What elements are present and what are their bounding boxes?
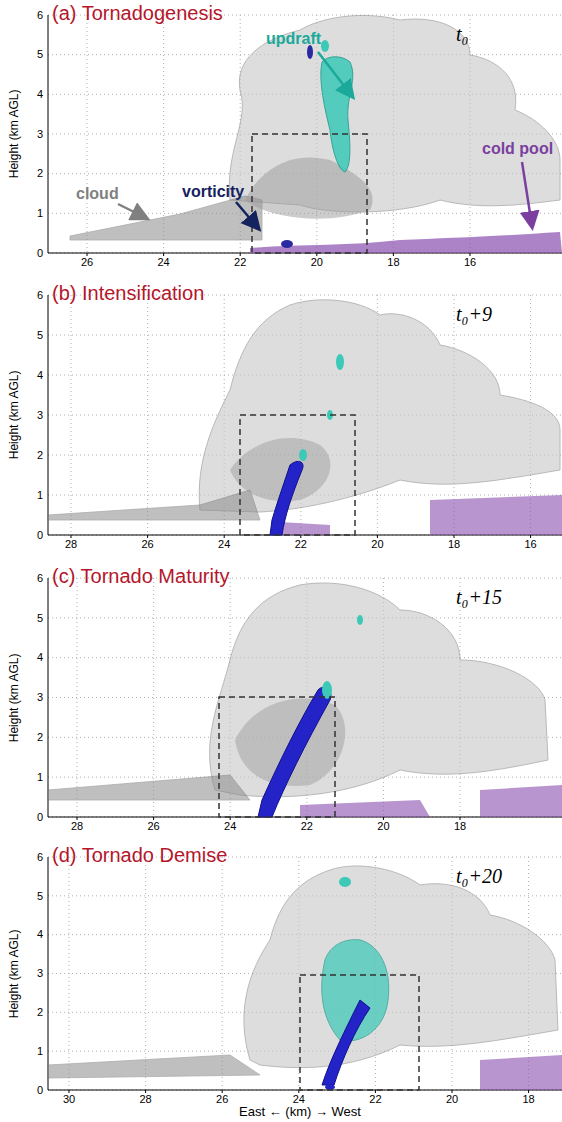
x-tick-label: 18 <box>387 256 399 269</box>
y-tick-label: 0 <box>37 811 43 824</box>
y-tick-label: 5 <box>37 890 43 903</box>
grid-line <box>48 295 49 535</box>
grid-line <box>69 857 70 1090</box>
panel-title: (a) Tornadogenesis <box>52 2 223 25</box>
x-tick-label: 26 <box>216 1093 228 1106</box>
panel-a-shapes <box>70 15 562 253</box>
y-tick-label: 6 <box>37 9 43 22</box>
y-tick-label: 0 <box>37 529 43 542</box>
y-tick-label: 5 <box>37 612 43 625</box>
y-axis-title: Height (km AGL) <box>8 653 22 742</box>
y-tick-label: 5 <box>37 48 43 61</box>
x-tick-label: 24 <box>224 820 236 833</box>
x-tick-label: 20 <box>446 1093 458 1106</box>
y-tick-label: 1 <box>37 1045 43 1058</box>
annotation-label: cold pool <box>482 140 553 158</box>
y-tick-label: 3 <box>37 128 43 141</box>
grid-line <box>147 295 148 535</box>
annotation-label: cloud <box>76 185 119 203</box>
x-tick-label: 30 <box>63 1093 75 1106</box>
x-tick-label: 20 <box>377 820 389 833</box>
x-tick-label: 24 <box>218 538 230 551</box>
y-tick-label: 1 <box>37 771 43 784</box>
time-label: t₀+9 <box>456 303 492 326</box>
x-tick-label: 22 <box>301 820 313 833</box>
y-tick-label: 1 <box>37 489 43 502</box>
annotation-label: updraft <box>266 30 321 48</box>
x-tick-label: 18 <box>522 1093 534 1106</box>
x-tick-label: 16 <box>524 538 536 551</box>
annotation-label: vorticity <box>182 183 244 201</box>
y-tick-label: 4 <box>37 928 43 941</box>
grid-line <box>77 578 78 817</box>
y-tick-label: 3 <box>37 409 43 422</box>
time-label: t₀ <box>456 23 469 46</box>
x-tick-label: 28 <box>71 820 83 833</box>
y-axis-title: Height (km AGL) <box>8 371 22 460</box>
panel-title: (c) Tornado Maturity <box>52 565 229 588</box>
panel-d-shapes <box>48 866 562 1090</box>
y-tick-label: 0 <box>37 1084 43 1097</box>
time-label: t₀+15 <box>456 586 502 609</box>
x-tick-label: 16 <box>464 256 476 269</box>
y-tick-label: 1 <box>37 207 43 220</box>
grid-line <box>48 857 49 1090</box>
x-tick-label: 28 <box>139 1093 151 1106</box>
grid-line <box>87 15 88 253</box>
panel-title: (d) Tornado Demise <box>52 844 227 867</box>
y-tick-label: 2 <box>37 1006 43 1019</box>
y-tick-label: 4 <box>37 369 43 382</box>
time-label: t₀+20 <box>456 865 502 888</box>
y-tick-label: 2 <box>37 449 43 462</box>
y-axis-title: Height (km AGL) <box>8 90 22 179</box>
x-tick-label: 22 <box>295 538 307 551</box>
grid-line <box>71 295 72 535</box>
x-tick-label: 22 <box>369 1093 381 1106</box>
grid-line <box>48 578 49 817</box>
x-tick-label: 26 <box>141 538 153 551</box>
x-tick-label: 18 <box>448 538 460 551</box>
x-axis-title: East ← (km) → West <box>239 1105 361 1120</box>
x-tick-label: 18 <box>454 820 466 833</box>
x-tick-label: 24 <box>157 256 169 269</box>
y-tick-label: 3 <box>37 967 43 980</box>
x-tick-label: 28 <box>65 538 77 551</box>
x-tick-label: 22 <box>234 256 246 269</box>
grid-line <box>145 857 146 1090</box>
x-tick-label: 20 <box>371 538 383 551</box>
y-tick-label: 4 <box>37 651 43 664</box>
y-tick-label: 6 <box>37 572 43 585</box>
y-tick-label: 2 <box>37 731 43 744</box>
y-tick-label: 6 <box>37 851 43 864</box>
x-tick-label: 24 <box>293 1093 305 1106</box>
y-tick-label: 6 <box>37 289 43 302</box>
x-tick-label: 20 <box>311 256 323 269</box>
x-tick-label: 26 <box>81 256 93 269</box>
y-tick-label: 5 <box>37 329 43 342</box>
panel-b-shapes <box>48 300 562 535</box>
panel-title: (b) Intensification <box>52 282 204 305</box>
y-tick-label: 3 <box>37 691 43 704</box>
x-tick-label: 26 <box>147 820 159 833</box>
grid-line <box>48 15 49 253</box>
panel-c-shapes <box>48 583 562 817</box>
y-tick-label: 4 <box>37 88 43 101</box>
y-axis-title: Height (km AGL) <box>8 929 22 1018</box>
y-tick-label: 2 <box>37 167 43 180</box>
y-tick-label: 0 <box>37 247 43 260</box>
